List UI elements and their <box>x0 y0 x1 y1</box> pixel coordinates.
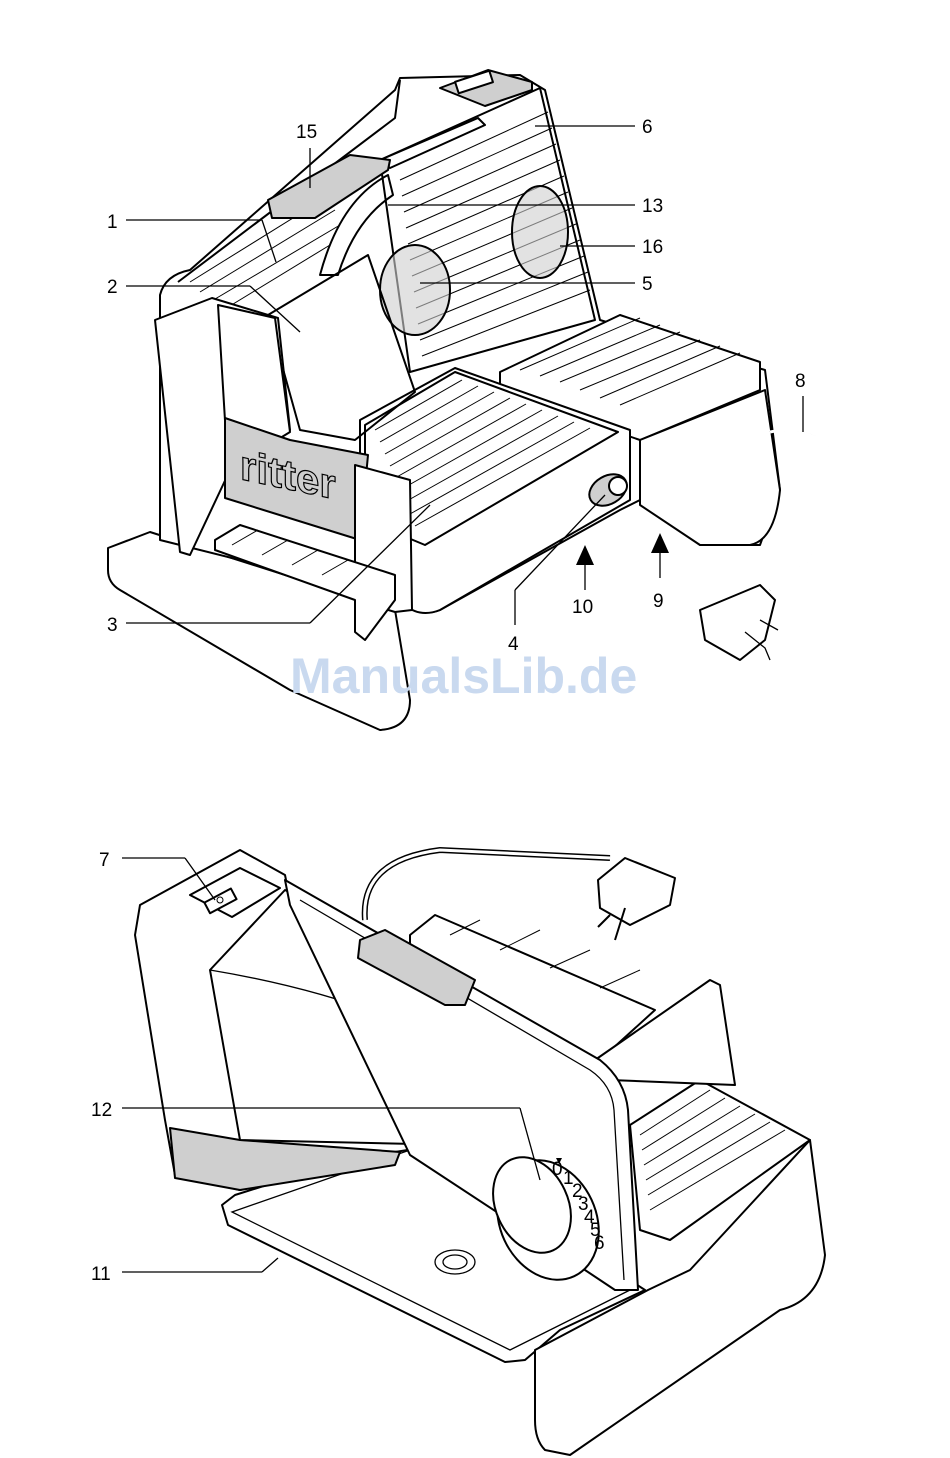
motor-vent-16 <box>512 186 568 278</box>
callout-9: 9 <box>653 591 664 612</box>
callout-7: 7 <box>99 850 110 871</box>
callout-8: 8 <box>795 371 806 392</box>
callout-3: 3 <box>107 615 118 636</box>
callout-12: 12 <box>91 1100 112 1121</box>
callout-15: 15 <box>296 122 317 143</box>
callout-1: 1 <box>107 212 118 233</box>
callout-5: 5 <box>642 274 653 295</box>
svg-text:0: 0 <box>552 1159 563 1180</box>
callout-11: 11 <box>91 1264 111 1285</box>
slicer-front-view: ritter <box>108 70 841 730</box>
power-cord-8 <box>770 430 841 590</box>
svg-text:6: 6 <box>594 1233 605 1254</box>
slicer-rear-view: 0 1 2 3 4 5 6 <box>135 850 825 1455</box>
callout-6: 6 <box>642 117 653 138</box>
callout-10: 10 <box>572 597 593 618</box>
callout-16: 16 <box>642 237 663 258</box>
callout-13: 13 <box>642 196 663 217</box>
watermark: ManualsLib.de <box>290 648 637 704</box>
callout-2: 2 <box>107 277 118 298</box>
